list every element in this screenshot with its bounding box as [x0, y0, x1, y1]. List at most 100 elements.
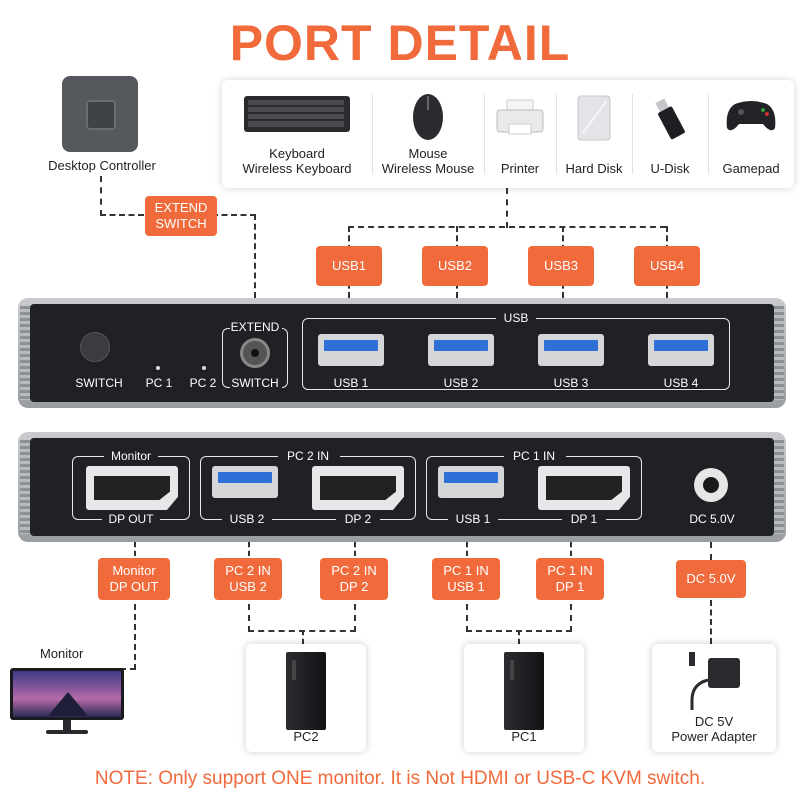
- connector-line: [254, 214, 256, 298]
- peripheral-keyboard: Keyboard Wireless Keyboard: [222, 80, 372, 188]
- peripheral-label-line1: Mouse: [408, 146, 448, 161]
- connector-line: [518, 630, 520, 644]
- desktop-controller-label: Desktop Controller: [48, 158, 156, 173]
- extend-label: EXTEND: [230, 320, 280, 334]
- monitor-label: Monitor: [40, 646, 84, 661]
- usb-port-label: USB 2: [443, 376, 479, 390]
- dc-power-jack[interactable]: [694, 468, 728, 502]
- tag-usb2: USB2: [422, 246, 488, 286]
- dp-out-port[interactable]: [86, 466, 178, 510]
- tag-text: PC 1 IN: [443, 563, 489, 578]
- connector-line: [354, 542, 356, 556]
- divider: [484, 94, 485, 174]
- adapter-label-line2: Power Adapter: [671, 729, 757, 744]
- pc2-label: PC2: [293, 729, 319, 744]
- grip: [774, 440, 784, 534]
- grip: [20, 306, 30, 400]
- divider: [632, 94, 633, 174]
- pc1-in-label: PC 1 IN: [512, 449, 555, 463]
- tag-usb1: USB1: [316, 246, 382, 286]
- connector-line: [466, 604, 468, 632]
- pc1-dp-port[interactable]: [538, 466, 630, 510]
- connector-line: [248, 604, 250, 632]
- usb-port-2[interactable]: [428, 334, 494, 366]
- connector-line: [348, 226, 666, 228]
- usb-group-label: USB: [503, 311, 529, 325]
- pc2-dp-label: DP 2: [344, 512, 372, 526]
- grip: [774, 306, 784, 400]
- tag-text: PC 2 IN: [225, 563, 271, 578]
- monitor-icon: [10, 668, 124, 734]
- tag-text: DP OUT: [109, 579, 159, 594]
- pc2-usb-port[interactable]: [212, 466, 278, 498]
- tag-text: DP 1: [555, 579, 585, 594]
- note-text: NOTE: Only support ONE monitor. It is No…: [94, 768, 706, 789]
- extend-jack[interactable]: [240, 338, 270, 368]
- usb-stick-icon: [655, 98, 685, 140]
- dp-out-label: DP OUT: [108, 512, 154, 526]
- pc1-label: PC 1: [145, 376, 173, 390]
- tag-text: USB 2: [229, 579, 267, 594]
- tag-text: USB 1: [447, 579, 485, 594]
- extend-switch-label: SWITCH: [231, 376, 279, 390]
- pc1-dp-label: DP 1: [570, 512, 598, 526]
- hard-disk-icon: [577, 95, 611, 141]
- connector-line: [710, 542, 712, 560]
- peripheral-printer: Printer: [484, 80, 556, 188]
- pc-tower-icon: [504, 652, 544, 730]
- usb-port-3[interactable]: [538, 334, 604, 366]
- pc1-label: PC1: [511, 729, 537, 744]
- pc2-label: PC 2: [189, 376, 217, 390]
- tag-usb3: USB3: [528, 246, 594, 286]
- connector-line: [248, 542, 250, 556]
- tag-text: Monitor: [112, 563, 156, 578]
- divider: [708, 94, 709, 174]
- pc2-dp-port[interactable]: [312, 466, 404, 510]
- gamepad-icon: [726, 101, 776, 131]
- tag-text: PC 2 IN: [331, 563, 377, 578]
- peripheral-u-disk: U-Disk: [632, 80, 708, 188]
- tag-text: EXTEND: [154, 200, 208, 215]
- connector-line: [134, 604, 136, 670]
- divider: [556, 94, 557, 174]
- pc2-usb-label: USB 2: [229, 512, 265, 526]
- peripheral-label-line2: Wireless Mouse: [381, 161, 475, 176]
- usb-port-4[interactable]: [648, 334, 714, 366]
- pc1-usb-port[interactable]: [438, 466, 504, 498]
- peripheral-label-line1: Printer: [500, 161, 540, 176]
- power-adapter-icon: [689, 652, 740, 710]
- divider: [372, 94, 373, 174]
- tag-text: SWITCH: [155, 216, 207, 231]
- peripheral-label-line1: Gamepad: [722, 161, 780, 176]
- tag-dc: DC 5.0V: [676, 560, 746, 598]
- pc-tower-icon: [286, 652, 326, 730]
- printer-icon: [496, 99, 544, 135]
- connector-line: [100, 176, 102, 216]
- mouse-icon: [413, 94, 443, 140]
- peripheral-panel: Keyboard Wireless Keyboard Mouse Wireles…: [222, 80, 794, 188]
- connector-line: [212, 214, 256, 216]
- dc-label: DC 5.0V: [689, 512, 735, 526]
- connector-line: [570, 604, 572, 632]
- usb-port-label: USB 4: [663, 376, 699, 390]
- usb-port-label: USB 3: [553, 376, 589, 390]
- switch-button[interactable]: [80, 332, 110, 362]
- connector-line: [302, 630, 304, 644]
- connector-line: [100, 214, 144, 216]
- pc2-box: PC2: [246, 644, 366, 752]
- monitor-group-label: Monitor: [110, 449, 151, 463]
- pc1-usb-label: USB 1: [455, 512, 491, 526]
- usb-port-1[interactable]: [318, 334, 384, 366]
- peripheral-mouse: Mouse Wireless Mouse: [372, 80, 484, 188]
- tag-usb4: USB4: [634, 246, 700, 286]
- switch-label: SWITCH: [75, 376, 123, 390]
- connector-line: [570, 542, 572, 556]
- connector-line: [354, 604, 356, 632]
- pc1-box: PC1: [464, 644, 584, 752]
- desktop-controller-button: [86, 100, 116, 130]
